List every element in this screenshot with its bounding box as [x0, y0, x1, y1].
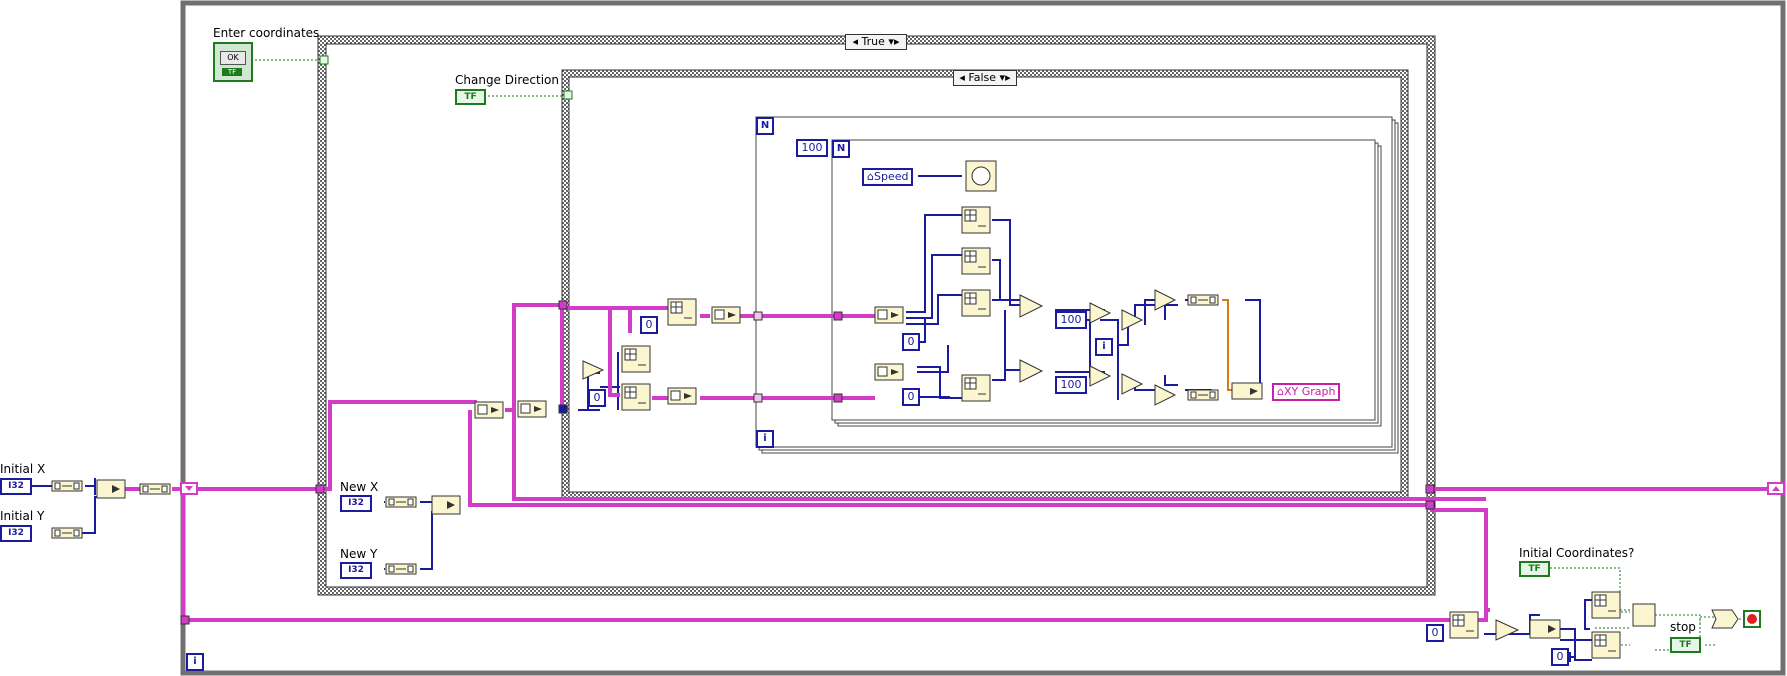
- zero-constant[interactable]: 0: [1426, 624, 1444, 642]
- outer-case-selector[interactable]: ◂ True ▾▸: [845, 34, 907, 50]
- case-selector-next-icon[interactable]: ▸: [893, 35, 900, 48]
- new-y-label: New Y: [340, 547, 378, 561]
- outer-case-label: True: [861, 35, 885, 48]
- xy-graph-local-label: XY Graph: [1283, 385, 1336, 398]
- stop-label: stop: [1670, 620, 1696, 634]
- new-x-label: New X: [340, 480, 379, 494]
- case-selector-dropdown-icon[interactable]: ▾: [888, 35, 894, 48]
- shift-registers: [180, 482, 1785, 495]
- tunnels: [180, 55, 1435, 625]
- loop-count-constant[interactable]: 100: [796, 139, 828, 157]
- new-y-terminal[interactable]: I32: [340, 562, 372, 579]
- inner-for-loop-count-terminal: N: [832, 140, 850, 158]
- initial-y-terminal[interactable]: I32: [0, 525, 32, 542]
- zero-constant[interactable]: 0: [588, 389, 606, 407]
- outer-for-loop-iteration-terminal: i: [756, 430, 774, 448]
- ok-button-type: TF: [222, 68, 242, 76]
- xy-graph-local-variable[interactable]: ⌂XY Graph: [1272, 383, 1341, 401]
- change-direction-label: Change Direction: [455, 73, 559, 87]
- change-direction-terminal[interactable]: TF: [455, 89, 486, 105]
- cluster-wires: [125, 303, 1780, 622]
- inner-case-label: False: [968, 71, 997, 84]
- initial-x-label: Initial X: [0, 462, 46, 476]
- enter-coordinates-label: Enter coordinates: [213, 26, 320, 40]
- case-selector-prev-icon[interactable]: ◂: [959, 71, 965, 84]
- zero-constant[interactable]: 0: [902, 388, 920, 406]
- inner-case-selector[interactable]: ◂ False ▾▸: [953, 70, 1017, 86]
- local-variable-icon: ⌂: [867, 170, 874, 183]
- stop-terminal[interactable]: TF: [1670, 637, 1701, 653]
- case-selector-next-icon[interactable]: ▸: [1005, 71, 1011, 84]
- initial-y-label: Initial Y: [0, 509, 45, 523]
- function-nodes: [51, 160, 1739, 659]
- enter-coordinates-button[interactable]: OK TF: [213, 42, 253, 82]
- initial-coordinates-label: Initial Coordinates?: [1519, 546, 1635, 560]
- stop-condition-terminal: [1743, 610, 1761, 628]
- initial-x-terminal[interactable]: I32: [0, 478, 32, 495]
- case-selector-prev-icon[interactable]: ◂: [852, 35, 859, 48]
- divisor-constant-upper[interactable]: 100: [1055, 311, 1087, 329]
- zero-constant[interactable]: 0: [1551, 648, 1569, 666]
- while-loop-iteration-terminal: i: [186, 653, 204, 671]
- case-selector-dropdown-icon[interactable]: ▾: [999, 71, 1006, 84]
- new-x-terminal[interactable]: I32: [340, 495, 372, 512]
- inner-for-loop-iteration-terminal: i: [1095, 338, 1113, 356]
- local-variable-icon: ⌂: [1277, 385, 1284, 398]
- speed-local-label: Speed: [873, 170, 909, 183]
- zero-constant[interactable]: 0: [902, 333, 920, 351]
- speed-local-variable[interactable]: ⌂Speed: [862, 168, 914, 186]
- initial-coordinates-terminal[interactable]: TF: [1519, 561, 1550, 577]
- while-loop-frame: [180, 0, 1786, 676]
- ok-button-face: OK: [220, 51, 246, 65]
- outer-for-loop-count-terminal: N: [756, 117, 774, 135]
- divisor-constant-lower[interactable]: 100: [1055, 376, 1087, 394]
- zero-constant[interactable]: 0: [640, 316, 658, 334]
